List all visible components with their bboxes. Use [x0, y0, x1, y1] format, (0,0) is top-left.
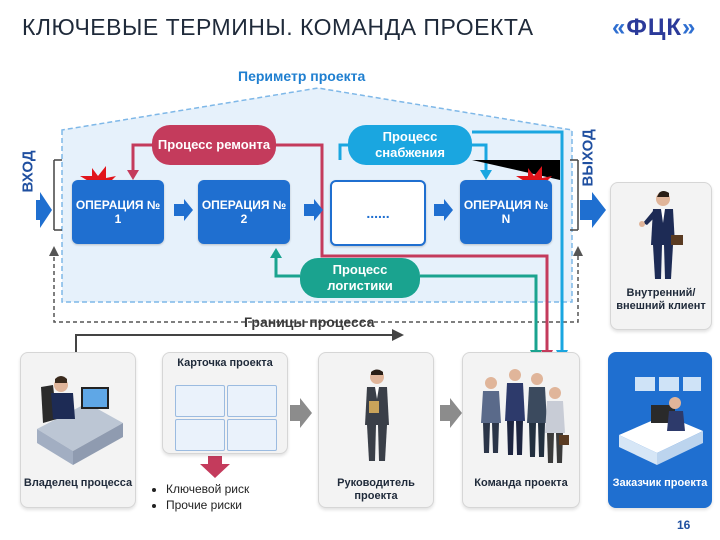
card-cell [175, 385, 225, 417]
output-arrow [580, 192, 606, 228]
logistics-process-pill: Процесс логистики [300, 258, 420, 298]
project-team-label: Команда проекта [474, 477, 568, 489]
card-cell [227, 419, 277, 451]
process-boundaries-line [53, 250, 579, 323]
page-number: 16 [677, 518, 691, 532]
page-title: КЛЮЧЕВЫЕ ТЕРМИНЫ. КОМАНДА ПРОЕКТА [22, 14, 534, 40]
flow-arrow-1 [174, 199, 193, 221]
perimeter-label: Периметр проекта [238, 68, 366, 84]
operation-2: ОПЕРАЦИЯ № 2 [198, 180, 290, 244]
process-owner-label: Владелец процесса [23, 477, 133, 489]
project-customer-label: Заказчик проекта [612, 477, 708, 489]
risk-item-other: Прочие риски [166, 498, 249, 512]
process-owner-card: Владелец процесса [20, 352, 136, 508]
card-cell [175, 419, 225, 451]
operation-1: ОПЕРАЦИЯ № 1 [72, 180, 164, 244]
company-logo: «ФЦК» [612, 14, 697, 41]
businessman-icon [639, 191, 683, 279]
card-cell [227, 385, 277, 417]
flow-arrow-3 [434, 199, 453, 221]
project-customer-icon [619, 377, 703, 465]
input-label: ВХОД [19, 150, 37, 193]
output-label: ВЫХОД [579, 129, 597, 187]
repair-process-pill: Процесс ремонта [152, 125, 276, 165]
risk-item-key: Ключевой риск [166, 482, 249, 496]
project-team-icon [481, 369, 569, 463]
project-manager-card: Руководитель проекта [318, 352, 434, 508]
project-customer-card: Заказчик проекта [608, 352, 712, 508]
client-label: Внутренний/ внешний клиент [616, 287, 706, 312]
client-card: Внутренний/ внешний клиент [610, 182, 712, 330]
project-team-card: Команда проекта [462, 352, 580, 508]
project-card-title: Карточка проекта [177, 357, 273, 369]
operation-n: ОПЕРАЦИЯ № N [460, 180, 552, 244]
project-manager-label: Руководитель проекта [337, 477, 415, 502]
boundaries-label: Границы процесса [244, 314, 375, 330]
flow-arrow-grey-1 [290, 398, 312, 428]
risk-down-arrow [200, 456, 230, 478]
input-arrow [36, 192, 52, 228]
flow-arrow-2 [304, 199, 323, 221]
risk-list: Ключевой риск Прочие риски [150, 482, 249, 514]
operation-ellipsis: ...... [330, 180, 426, 246]
project-card: Карточка проекта [162, 352, 288, 454]
project-manager-icon [365, 369, 389, 461]
process-owner-icon [37, 376, 123, 465]
flow-arrow-grey-2 [440, 398, 462, 428]
supply-process-pill: Процесс снабжения [348, 125, 472, 165]
